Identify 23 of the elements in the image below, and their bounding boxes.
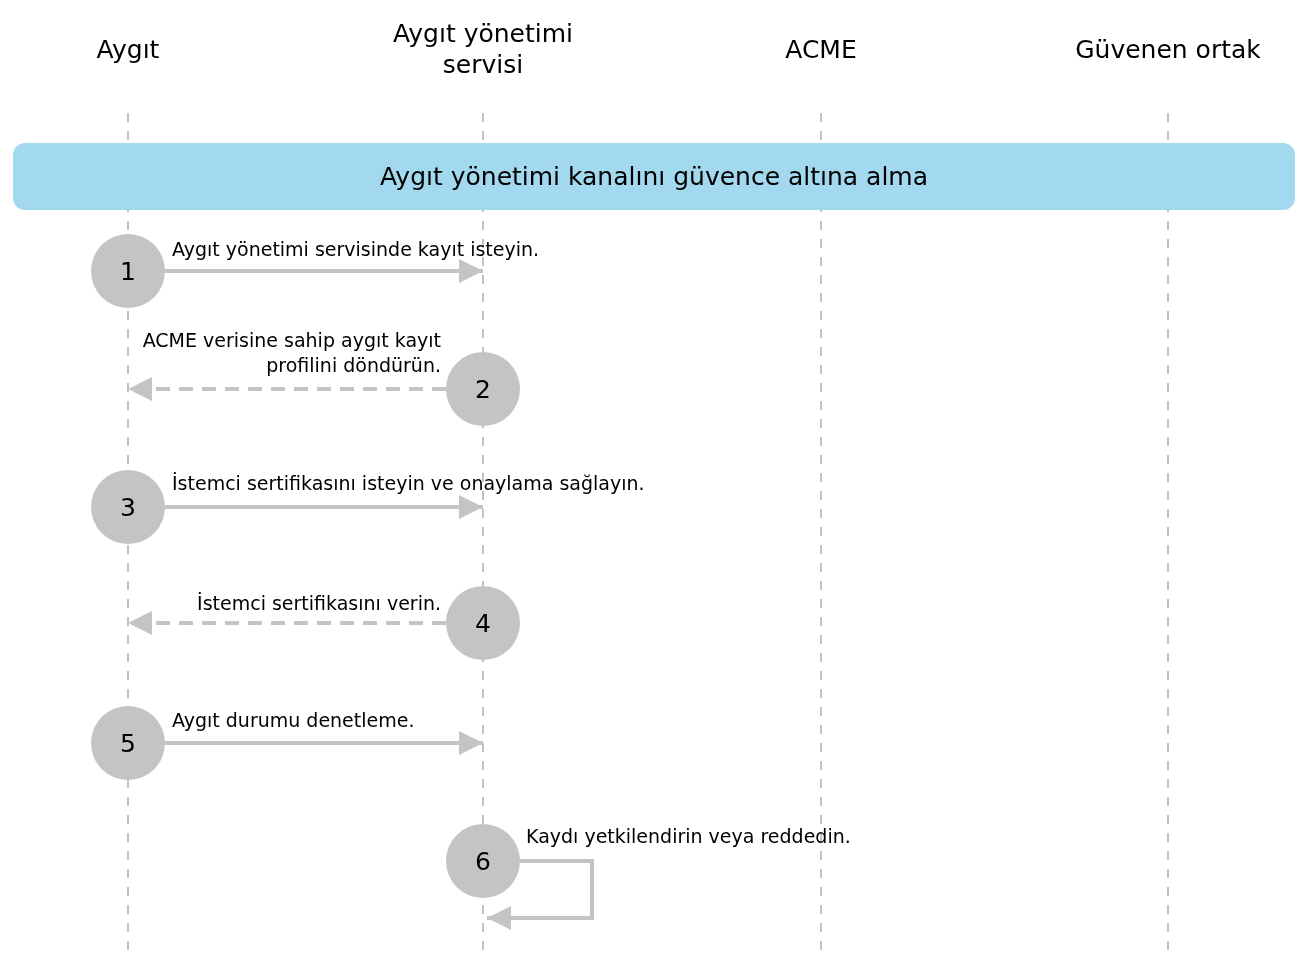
step-circle: 1 [91, 234, 165, 308]
edge-label: Kaydı yetkilendirin veya reddedin. [526, 824, 851, 849]
lifeline-header: ACME [691, 34, 951, 66]
arrow [487, 859, 594, 930]
arrow [165, 259, 483, 283]
edge-label: İstemci sertifikasını isteyin ve onaylama sağlayın. [172, 471, 645, 496]
step-circle: 3 [91, 470, 165, 544]
lifeline-header: Aygıt [0, 34, 258, 66]
edge-label: Aygıt durumu denetleme. [172, 708, 415, 733]
lifeline-header: Güvenen ortak [1038, 34, 1298, 66]
phase-banner: Aygıt yönetimi kanalını güvence altına alma [13, 143, 1295, 210]
step-circle: 4 [446, 586, 520, 660]
step-circle: 6 [446, 824, 520, 898]
dashed-arrow [128, 377, 446, 401]
edge-label: İstemci sertifikasını verin. [197, 591, 441, 616]
dashed-arrow [128, 611, 446, 635]
edge-label: ACME verisine sahip aygıt kayıt profilini döndürün. [141, 328, 441, 378]
edge-label: Aygıt yönetimi servisinde kayıt isteyin. [172, 237, 540, 262]
arrow [165, 495, 483, 519]
lifeline-header: Aygıt yönetimi servisi [353, 18, 613, 81]
step-circle: 5 [91, 706, 165, 780]
arrow [165, 731, 483, 755]
step-circle: 2 [446, 352, 520, 426]
